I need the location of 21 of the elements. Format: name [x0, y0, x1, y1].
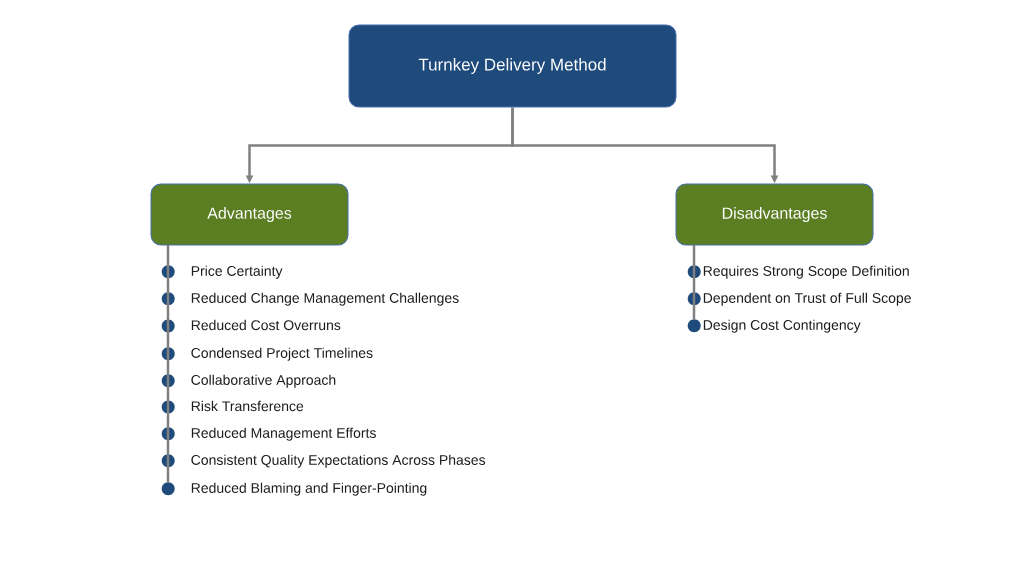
list-item: Reduced Cost Overruns	[161, 319, 341, 333]
list-item: Requires Strong Scope Definition	[687, 265, 909, 279]
list-item: Design Cost Contingency	[687, 319, 861, 333]
category-box: Disadvantages	[675, 183, 874, 246]
list-item: Reduced Blaming and Finger-Pointing	[161, 482, 427, 496]
node-label: Price Certainty	[191, 265, 283, 279]
connector-line	[166, 245, 170, 483]
list-item: Reduced Management Efforts	[161, 427, 376, 441]
node-label: Risk Transference	[191, 400, 304, 412]
list-item: Price Certainty	[161, 265, 283, 279]
category-box: Advantages	[150, 183, 349, 246]
list-item: Condensed Project Timelines	[161, 347, 373, 361]
list-item: Risk Transference	[161, 400, 304, 414]
connector-line	[692, 245, 696, 320]
list-item: Reduced Change Management Challenges	[161, 292, 459, 306]
list-item: Collaborative Approach	[161, 374, 336, 388]
node-label: Reduced Cost Overruns	[191, 319, 341, 331]
list-item: Dependent on Trust of Full Scope	[687, 292, 911, 306]
node-label: Collaborative Approach	[191, 374, 336, 388]
list-item: Consistent Quality Expectations Across Phases	[161, 454, 486, 468]
title-box: Turnkey Delivery Method	[348, 24, 677, 108]
